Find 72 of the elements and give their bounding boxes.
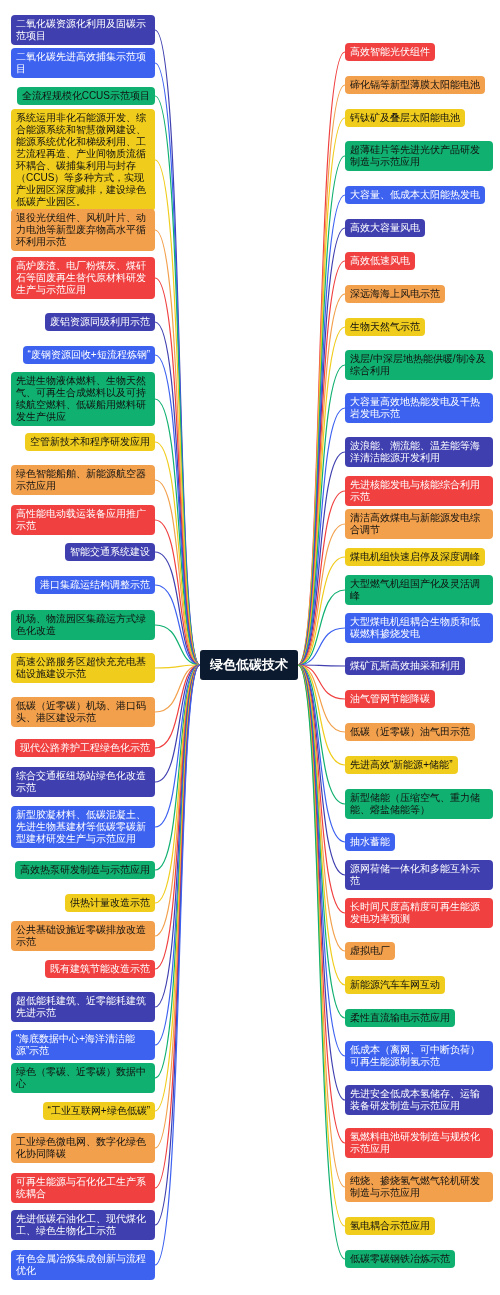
- topic-box: 低成本（离网、可中断负荷）可再生能源制氢示范: [345, 1041, 493, 1071]
- topic-box: 先进低碳石油化工、现代煤化工、绿色生物化工示范: [11, 1210, 155, 1240]
- topic-box: 生物天然气示范: [345, 318, 425, 336]
- topic-box: 大型燃气机组国产化及灵活调峰: [345, 575, 493, 605]
- topic-box: 超低能耗建筑、近零能耗建筑先进示范: [11, 992, 155, 1022]
- topic-box: 可再生能源与石化化工生产系统耦合: [11, 1173, 155, 1203]
- topic-box: 大容量高效地热能发电及干热岩发电示范: [345, 393, 493, 423]
- topic-box: 油气管网节能降碳: [345, 690, 435, 708]
- topic-box: 退役光伏组件、风机叶片、动力电池等新型废弃物高水平循环利用示范: [11, 209, 155, 251]
- connector-line: [154, 664, 201, 669]
- topic-box: 先进生物液体燃料、生物天然气、可再生合成燃料以及可持续航空燃料、低碳船用燃料研发生产供应: [11, 372, 155, 426]
- topic-box: 新型储能（压缩空气、重力储能、熔盐储能等）: [345, 789, 493, 819]
- topic-box: 有色金属冶炼集成创新与流程优化: [11, 1250, 155, 1280]
- topic-box: 新能源汽车车网互动: [345, 976, 445, 994]
- connector-line: [297, 451, 346, 666]
- topic-box: 低碳（近零碳）油气田示范: [345, 723, 475, 741]
- topic-box: 长时间尺度高精度可再生能源发电功率预测: [345, 898, 493, 928]
- topic-box: 纯烧、掺烧氢气燃气轮机研发制造与示范应用: [345, 1172, 493, 1202]
- topic-box: 高性能电动载运装备应用推广示范: [11, 505, 155, 535]
- topic-box: 全流程规模化CCUS示范项目: [16, 87, 155, 105]
- topic-box: 煤矿瓦斯高效抽采和利用: [345, 657, 465, 675]
- topic-box: 空管新技术和程序研发应用: [25, 433, 155, 451]
- topic-box: 大型煤电机组耦合生物质和低碳燃料掺烧发电: [345, 613, 493, 643]
- connector-line: [297, 664, 346, 667]
- topic-box: 低碳零碳钢铁冶炼示范: [345, 1250, 455, 1268]
- topic-box: 抽水蓄能: [345, 833, 395, 851]
- connector-line: [297, 664, 346, 766]
- topic-box: 先进核能发电与核能综合利用示范: [345, 476, 493, 506]
- topic-box: “废钢资源回收+短流程炼钢”: [22, 346, 155, 364]
- topic-box: 煤电机组快速启停及深度调峰: [345, 548, 485, 566]
- topic-box: 深远海海上风电示范: [345, 285, 445, 303]
- topic-box: 现代公路养护工程绿色化示范: [15, 739, 155, 757]
- topic-box: 柔性直流输电示范应用: [345, 1009, 455, 1027]
- topic-box: 高效低速风电: [345, 252, 415, 270]
- topic-box: “海底数据中心+海洋清洁能源”示范: [11, 1030, 155, 1060]
- topic-box: 高炉废渣、电厂粉煤灰、煤矸石等固废再生替代原材料研发生产与示范应用: [11, 257, 155, 299]
- topic-box: 清洁高效煤电与新能源发电综合调节: [345, 509, 493, 539]
- topic-box: 综合交通枢纽场站绿色化改造示范: [11, 767, 155, 797]
- topic-box: 公共基础设施近零碳排放改造示范: [11, 921, 155, 951]
- topic-box: 氢燃料电池研发制造与规模化示范应用: [345, 1128, 493, 1158]
- topic-box: 系统运用非化石能源开发、综合能源系统和智慧微网建设、能源系统优化和梯级利用、工艺流程再造、产业间物质流循环耦合、碳捕集利用与封存（CCUS）等多种方式，实现产业园区深度减排，建设绿色低碳产业园区。: [11, 109, 155, 211]
- topic-box: 浅层/中深层地热能供暖/制冷及综合利用: [345, 350, 493, 380]
- topic-box: 高效智能光伏组件: [345, 43, 435, 61]
- topic-box: 港口集疏运结构调整示范: [35, 576, 155, 594]
- topic-box: 绿色智能船舶、新能源航空器示范应用: [11, 465, 155, 495]
- topic-box: “工业互联网+绿色低碳”: [42, 1102, 155, 1120]
- topic-box: 源网荷储一体化和多能互补示范: [345, 860, 493, 890]
- topic-box: 氢电耦合示范应用: [345, 1217, 435, 1235]
- topic-box: 二氧化碳资源化利用及固碳示范项目: [11, 15, 155, 45]
- topic-box: 废铝资源同级利用示范: [45, 313, 155, 331]
- topic-box: 既有建筑节能改造示范: [45, 960, 155, 978]
- topic-box: 低碳（近零碳）机场、港口码头、港区建设示范: [11, 697, 155, 727]
- topic-box: 工业绿色微电网、数字化绿色化协同降碳: [11, 1133, 155, 1163]
- topic-box: 智能交通系统建设: [65, 543, 155, 561]
- topic-box: 高效热泵研发制造与示范应用: [15, 861, 155, 879]
- topic-box: 高速公路服务区超快充充电基础设施建设示范: [11, 653, 155, 683]
- topic-box: 二氧化碳先进高效捕集示范项目: [11, 48, 155, 78]
- topic-box: 大容量、低成本太阳能热发电: [345, 186, 485, 204]
- connector-line: [154, 479, 201, 666]
- topic-box: 先进安全低成本氢储存、运输装备研发制造与示范应用: [345, 1085, 493, 1115]
- topic-box: 新型胶凝材料、低碳混凝土、先进生物基建材等低碳零碳新型建材研发生产与示范应用: [11, 806, 155, 848]
- topic-box: 先进高效“新能源+储能”: [345, 756, 458, 774]
- topic-box: 供热计量改造示范: [65, 894, 155, 912]
- topic-box: 钙钛矿及叠层太阳能电池: [345, 109, 465, 127]
- central-topic-box: 绿色低碳技术: [200, 650, 298, 680]
- topic-box: 虚拟电厂: [345, 942, 395, 960]
- topic-box: 碲化镉等新型薄膜太阳能电池: [345, 76, 485, 94]
- topic-box: 机场、物流园区集疏运方式绿色化改造: [11, 610, 155, 640]
- topic-box: 波浪能、潮流能、温差能等海洋清洁能源开发利用: [345, 437, 493, 467]
- topic-box: 绿色（零碳、近零碳）数据中心: [11, 1063, 155, 1093]
- topic-box: 超薄硅片等先进光伏产品研发制造与示范应用: [345, 141, 493, 171]
- topic-box: 高效大容量风电: [345, 219, 425, 237]
